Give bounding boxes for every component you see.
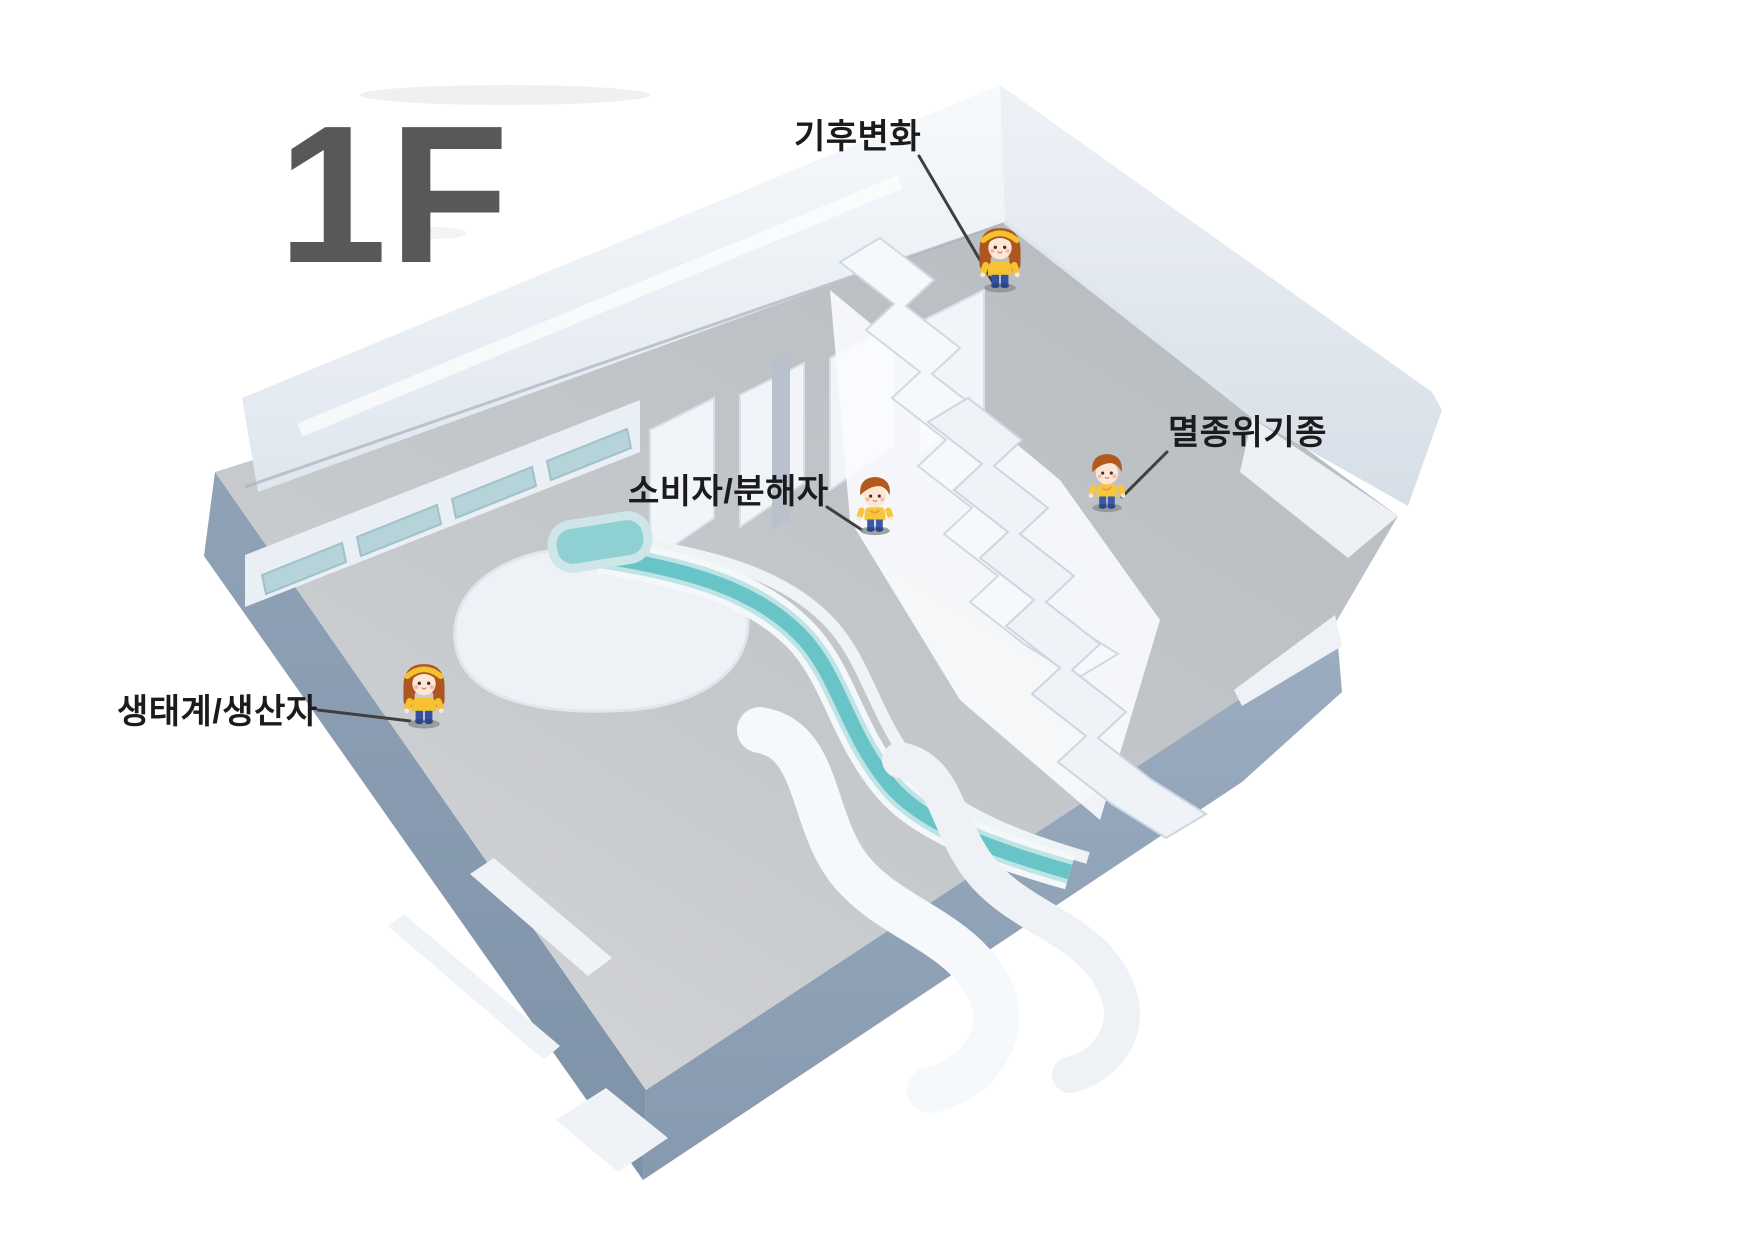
- right-wall: [1000, 85, 1442, 506]
- artifact-smudge-2: [403, 227, 467, 239]
- floor-badge: 1F: [278, 85, 511, 304]
- low-walls: [388, 858, 668, 1172]
- zone-label-consumer-decomposer[interactable]: 소비자/분해자: [628, 473, 829, 511]
- leader-line-endangered-species: [1120, 450, 1169, 499]
- window-bench: [245, 400, 640, 607]
- model-base-left-face: [204, 472, 646, 1180]
- leader-line-consumer-decomposer: [825, 505, 864, 532]
- zone-label-climate-change[interactable]: 기후변화: [794, 118, 921, 156]
- stair-maze-upper: [838, 236, 1120, 680]
- right-wall-base-line: [1003, 220, 1254, 417]
- doorway-slot: [772, 352, 790, 530]
- wavy-wall-left: [737, 707, 1020, 1113]
- zone-label-endangered-species[interactable]: 멸종위기종: [1168, 414, 1327, 452]
- zone-label-ecosystem-producer[interactable]: 생태계/생산자: [117, 693, 318, 731]
- stair-maze-lower: [926, 396, 1208, 840]
- back-wall: [242, 85, 1005, 492]
- lower-right-wall: [1234, 615, 1342, 706]
- right-wing-wall: [1240, 418, 1398, 558]
- wavy-wall-right: [882, 742, 1140, 1093]
- floor-model: [204, 85, 1442, 1180]
- back-wall-highlight: [297, 175, 903, 437]
- leader-line-ecosystem-producer: [316, 708, 412, 723]
- artifact-smudge: [360, 85, 650, 105]
